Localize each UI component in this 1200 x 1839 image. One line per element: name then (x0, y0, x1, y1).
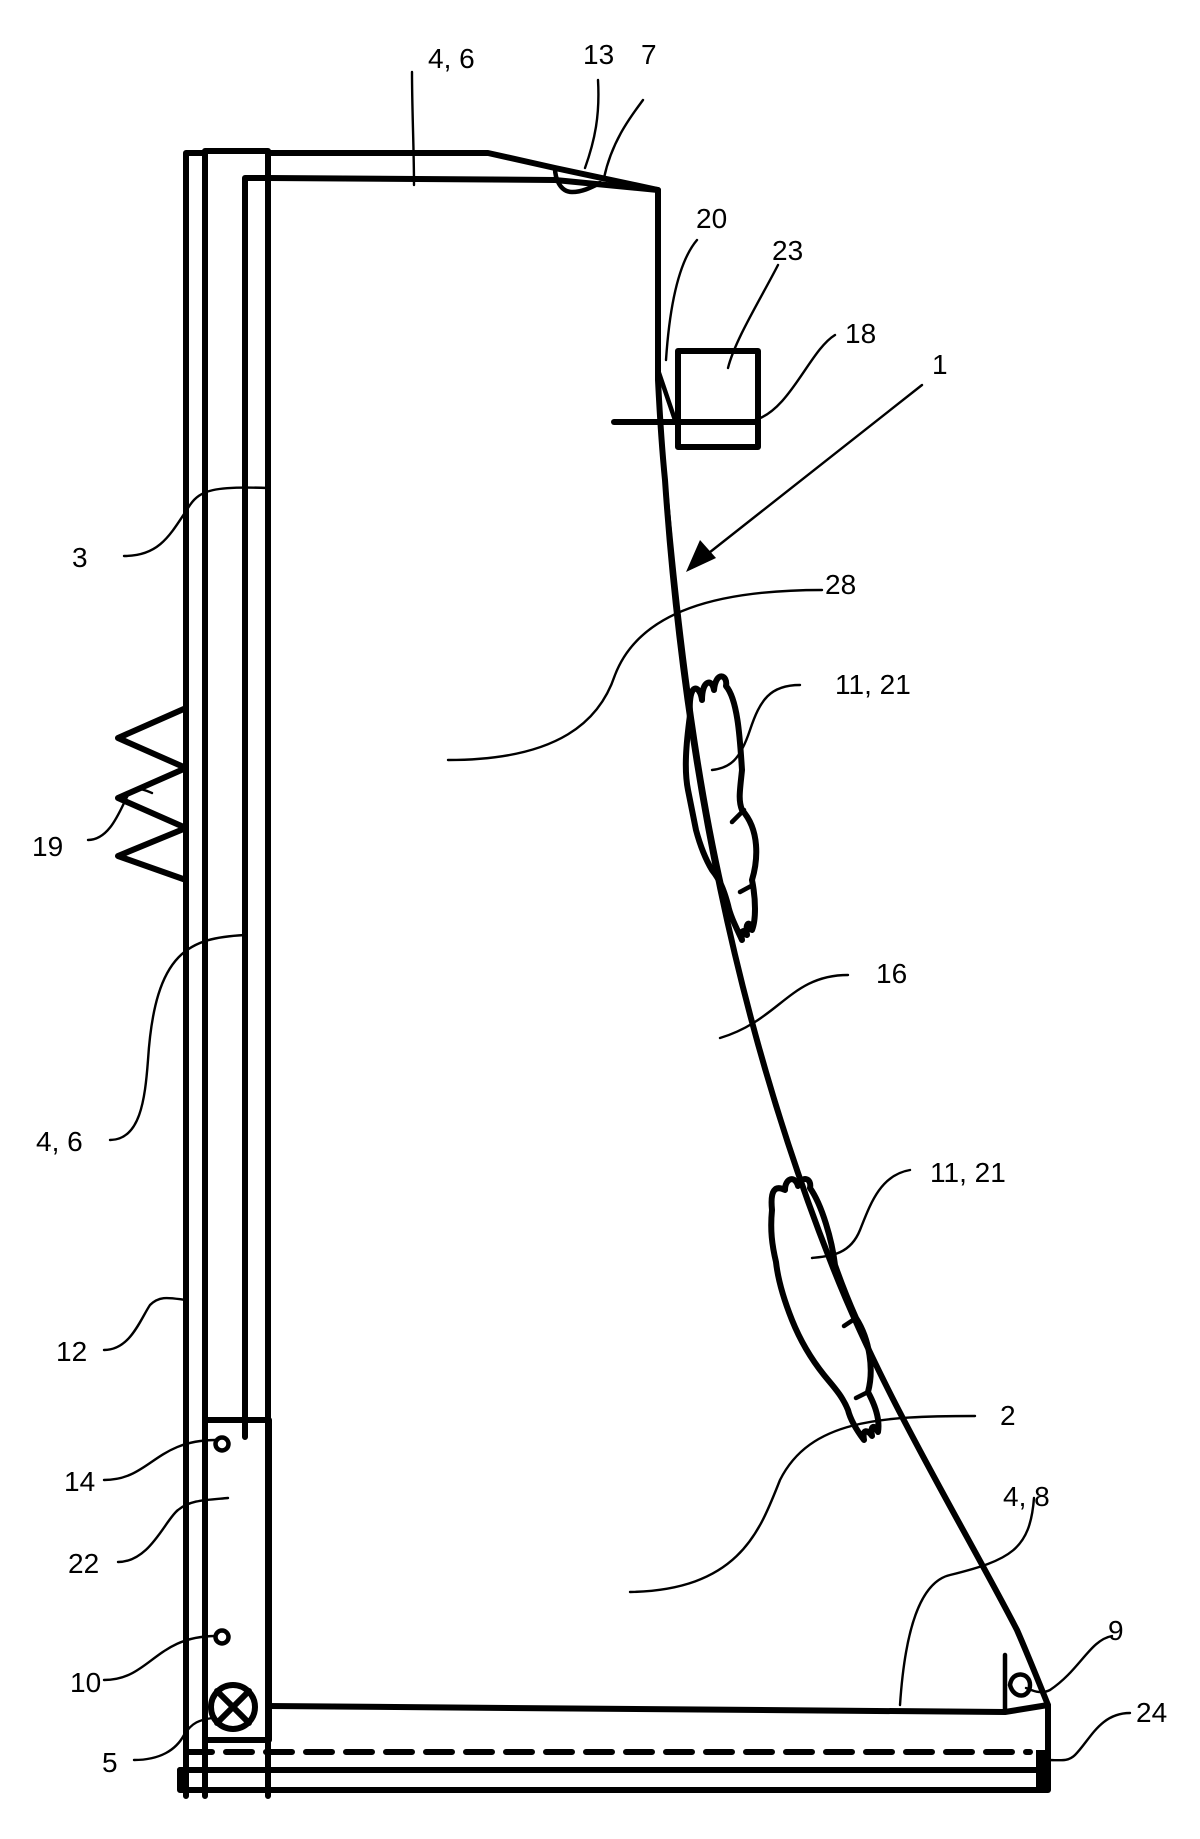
label-23: 23 (772, 235, 803, 266)
component-14 (213, 1435, 231, 1453)
label-3: 3 (72, 542, 88, 573)
floor-panel-4-8 (265, 1702, 1051, 1773)
top-ceiling-panel (265, 150, 661, 298)
leader-22 (116, 1496, 230, 1564)
floor-base (177, 1652, 1051, 1793)
leader-7 (602, 98, 645, 180)
leader-4-8 (898, 1496, 1036, 1707)
fold-element-9 (1007, 1672, 1033, 1698)
label-24: 24 (1136, 1697, 1167, 1728)
leader-28 (446, 588, 824, 762)
label-20: 20 (696, 203, 727, 234)
label-13: 13 (583, 39, 614, 70)
module-23 (611, 348, 761, 450)
leader-14 (102, 1438, 218, 1482)
hinge-element-20 (655, 367, 678, 423)
outer-wall-strip (183, 150, 208, 1799)
leader-4-6-top (410, 70, 416, 187)
label-11-21-lower: 11, 21 (930, 1157, 1006, 1188)
leader-13 (583, 78, 600, 170)
label-22: 22 (68, 1548, 99, 1579)
leader-24 (1046, 1711, 1132, 1762)
label-18: 18 (845, 318, 876, 349)
leader-10 (102, 1634, 218, 1682)
leader-3 (122, 486, 270, 558)
leader-11-21-b (810, 1168, 912, 1260)
label-9: 9 (1108, 1615, 1124, 1646)
label-28: 28 (825, 569, 856, 600)
arrow-1 (686, 383, 924, 572)
component-10 (213, 1628, 231, 1646)
arrow-shaft (698, 383, 924, 562)
label-10: 10 (70, 1667, 101, 1698)
label-2: 2 (1000, 1400, 1016, 1431)
motor-5-cross (214, 1688, 252, 1726)
leader-2 (628, 1414, 977, 1594)
leader-lines (86, 70, 1132, 1762)
textile-element-upper (682, 673, 760, 943)
textile-notch (841, 1315, 859, 1329)
reference-labels: 4, 6 13 7 20 23 18 1 3 28 11, 21 19 16 4… (32, 39, 1167, 1778)
label-12: 12 (56, 1336, 87, 1367)
motor-5 (208, 1682, 258, 1732)
leader-11-21-a (710, 683, 802, 772)
leader-20 (664, 238, 699, 362)
curved-front-sheet-16 (655, 292, 1051, 1708)
textile-outline (768, 1176, 882, 1443)
leader-12 (102, 1296, 188, 1352)
spikes-19 (115, 705, 189, 883)
textile-notch (853, 1389, 871, 1401)
leader-19 (86, 787, 154, 842)
leader-4-6-side (108, 933, 247, 1142)
module-22-box (202, 1417, 272, 1743)
label-16: 16 (876, 958, 907, 989)
textile-notch (729, 807, 747, 825)
leader-9 (1024, 1634, 1114, 1694)
label-14: 14 (64, 1466, 95, 1497)
label-5: 5 (102, 1747, 118, 1778)
label-4-6-side: 4, 6 (36, 1126, 83, 1157)
leader-16 (718, 973, 850, 1040)
textile-notch (737, 882, 756, 895)
label-19: 19 (32, 831, 63, 862)
inner-wall-edge (242, 175, 271, 1440)
leader-18 (753, 333, 837, 422)
fold-element-13 (552, 165, 603, 195)
module-22 (202, 1417, 272, 1743)
label-4-8: 4, 8 (1003, 1481, 1050, 1512)
arrow-head (686, 540, 716, 572)
leader-23 (726, 263, 780, 370)
inner-wall-panel (202, 148, 271, 1799)
leader-5 (132, 1716, 214, 1762)
label-11-21-upper: 11, 21 (835, 669, 911, 700)
textile-outline (682, 673, 760, 943)
floor-end-block (1036, 1750, 1048, 1790)
module-box (675, 348, 761, 450)
wall-frame (183, 148, 661, 1799)
label-1: 1 (932, 349, 948, 380)
label-4-6-top: 4, 6 (428, 43, 475, 74)
label-7: 7 (641, 39, 657, 70)
textile-element-lower (768, 1176, 882, 1443)
